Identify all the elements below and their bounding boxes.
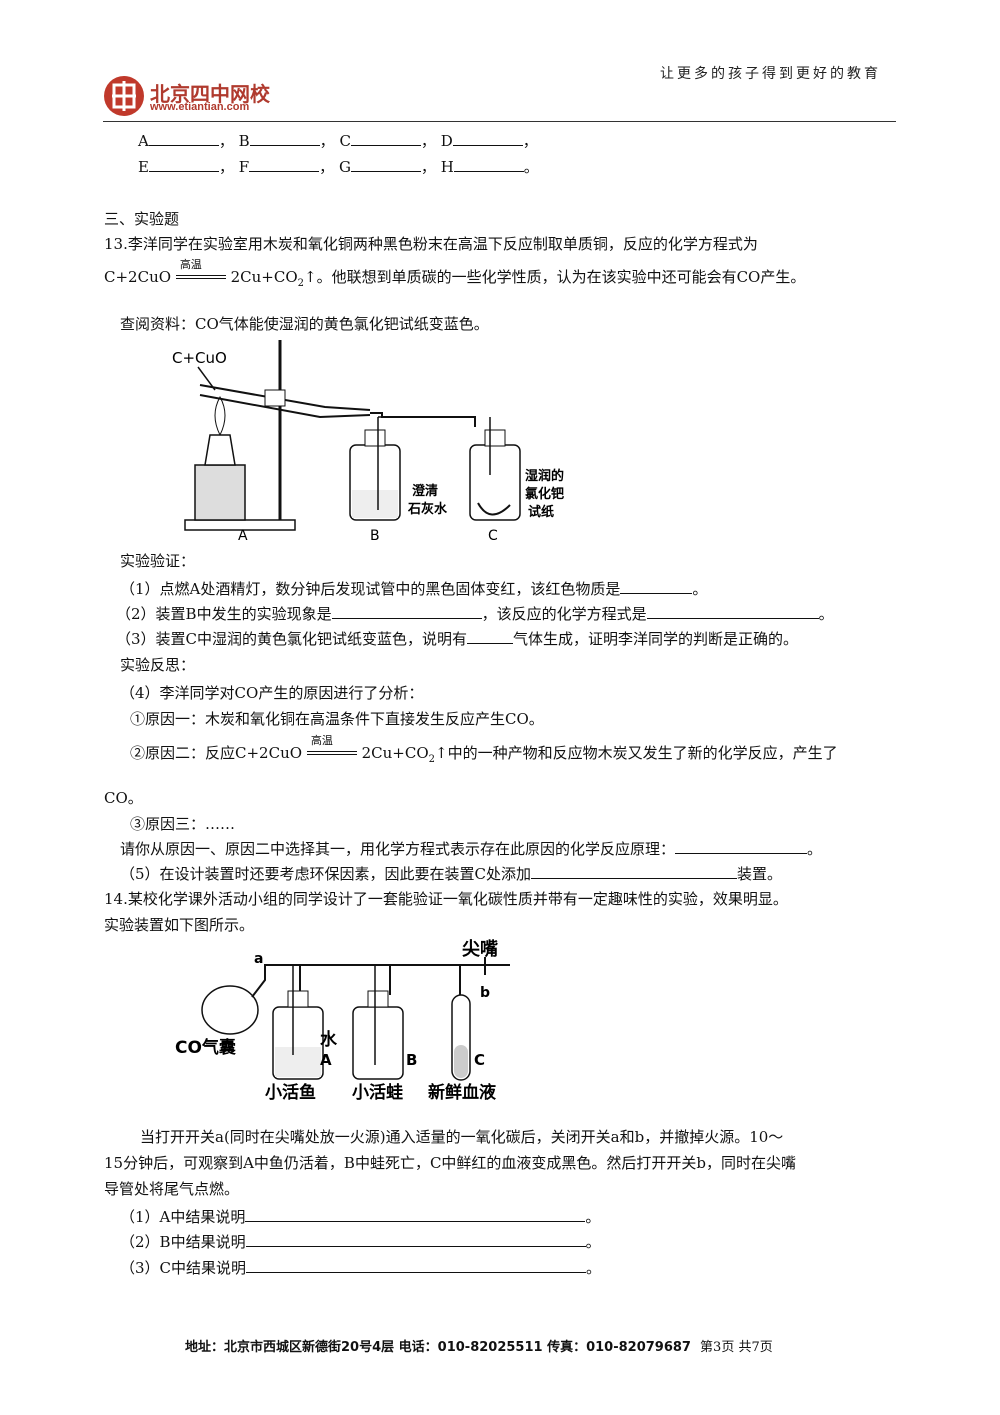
- logo-text: 北京四中网校: [150, 82, 270, 106]
- svg-text:水: 水: [320, 1029, 338, 1050]
- equation-sign: 高温: [175, 258, 226, 282]
- apparatus-figure-2: a 尖嘴 b 水 CO气囊 A B C 小活鱼 小活蛙 新鲜血液: [175, 938, 510, 1103]
- svg-text:A: A: [238, 528, 248, 544]
- q13-intro: 13.李洋同学在实验室用木炭和氧化铜两种黑色粉末在高温下反应制取单质铜，反应的化…: [104, 235, 758, 253]
- page-number: 第3页 共7页: [700, 1340, 773, 1355]
- section-title: 三、实验题: [104, 210, 180, 228]
- footer: 地址：北京市西城区新德街20号4层 电话：010-82025511 传真：010…: [185, 1336, 773, 1355]
- svg-text:小活鱼: 小活鱼: [265, 1082, 316, 1103]
- svg-text:澄清: 澄清: [412, 483, 438, 499]
- reflect-title: 实验反思：: [120, 656, 196, 674]
- svg-text:C: C: [488, 528, 498, 544]
- svg-text:氯化钯: 氯化钯: [525, 486, 564, 502]
- svg-text:CO气囊: CO气囊: [175, 1037, 236, 1058]
- q13-part-5: （5）在设计装置时还要考虑环保因素，因此要在装置C处添加装置。: [120, 865, 783, 883]
- choose-prompt: 请你从原因一、原因二中选择其一，用化学方程式表示存在此原因的化学反应原理：。: [120, 840, 823, 858]
- svg-text:石灰水: 石灰水: [407, 501, 448, 517]
- reason-3: ③原因三：……: [130, 815, 236, 833]
- q14-result-3: （3）C中结果说明。: [120, 1259, 602, 1277]
- q14-result-1: （1）A中结果说明。: [120, 1208, 601, 1226]
- reason-2-end: CO。: [104, 789, 143, 807]
- svg-text:B: B: [370, 528, 380, 544]
- q14-para-3: 导管处将尾气点燃。: [104, 1180, 240, 1198]
- q13-part-4: （4）李洋同学对CO产生的原因进行了分析：: [120, 684, 424, 702]
- svg-text:小活蛙: 小活蛙: [352, 1082, 403, 1103]
- slogan: 让更多的孩子得到更好的教育: [660, 66, 881, 82]
- svg-text:B: B: [406, 1051, 417, 1069]
- svg-text:尖嘴: 尖嘴: [462, 938, 498, 960]
- q13-reference: 查阅资料：CO气体能使湿润的黄色氯化钯试纸变蓝色。: [120, 315, 489, 333]
- q14-result-2: （2）B中结果说明。: [120, 1233, 601, 1251]
- svg-text:b: b: [480, 985, 490, 1001]
- q14-intro-2: 实验装置如下图所示。: [104, 916, 255, 934]
- q14-para-1: 当打开开关a(同时在尖嘴处放一火源)通入适量的一氧化碳后，关闭开关a和b，并撤掉…: [140, 1128, 784, 1146]
- svg-text:湿润的: 湿润的: [525, 468, 564, 484]
- blanks-row-1: A， B， C， D，: [138, 132, 538, 150]
- q13-part-1: （1）点燃A处酒精灯，数分钟后发现试管中的黑色固体变红，该红色物质是。: [120, 580, 708, 598]
- reason-1: ①原因一：木炭和氧化铜在高温条件下直接发生反应产生CO。: [130, 710, 544, 728]
- q13-part-2: （2）装置B中发生的实验现象是，该反应的化学方程式是。: [116, 605, 834, 623]
- reagent-label: C+CuO: [172, 349, 227, 367]
- logo-url: www.etiantian.com: [150, 101, 250, 113]
- q14-para-2: 15分钟后，可观察到A中鱼仍活着，B中蛙死亡，C中鲜红的血液变成黑色。然后打开开…: [104, 1154, 797, 1172]
- svg-text:新鲜血液: 新鲜血液: [428, 1082, 496, 1103]
- apparatus-figure-1: C+CuO 澄清 石灰水 湿润的 氯化钯 试纸 A B C: [172, 340, 564, 544]
- blanks-row-2: E， F， G， H。: [138, 158, 539, 176]
- svg-text:试纸: 试纸: [528, 504, 554, 520]
- reason-2: ②原因二：反应C+2CuO 高温 2Cu+CO2↑中的一种产物和反应物木炭又发生…: [130, 734, 838, 765]
- verify-title: 实验验证：: [120, 552, 196, 570]
- svg-text:a: a: [254, 951, 263, 967]
- q14-intro-1: 14.某校化学课外活动小组的同学设计了一套能验证一氧化碳性质并带有一定趣味性的实…: [104, 890, 788, 908]
- svg-text:C: C: [474, 1051, 485, 1069]
- logo-icon: [104, 76, 144, 116]
- svg-text:A: A: [320, 1051, 332, 1069]
- q13-part-3: （3）装置C中湿润的黄色氯化钯试纸变蓝色，说明有气体生成，证明李洋同学的判断是正…: [116, 630, 799, 648]
- footer-address: 地址：北京市西城区新德街20号4层 电话：010-82025511 传真：010…: [185, 1340, 691, 1355]
- q13-equation-line: C+2CuO 高温 2Cu+CO2↑。他联想到单质碳的一些化学性质，认为在该实验…: [104, 258, 806, 289]
- header-rule: [103, 121, 896, 122]
